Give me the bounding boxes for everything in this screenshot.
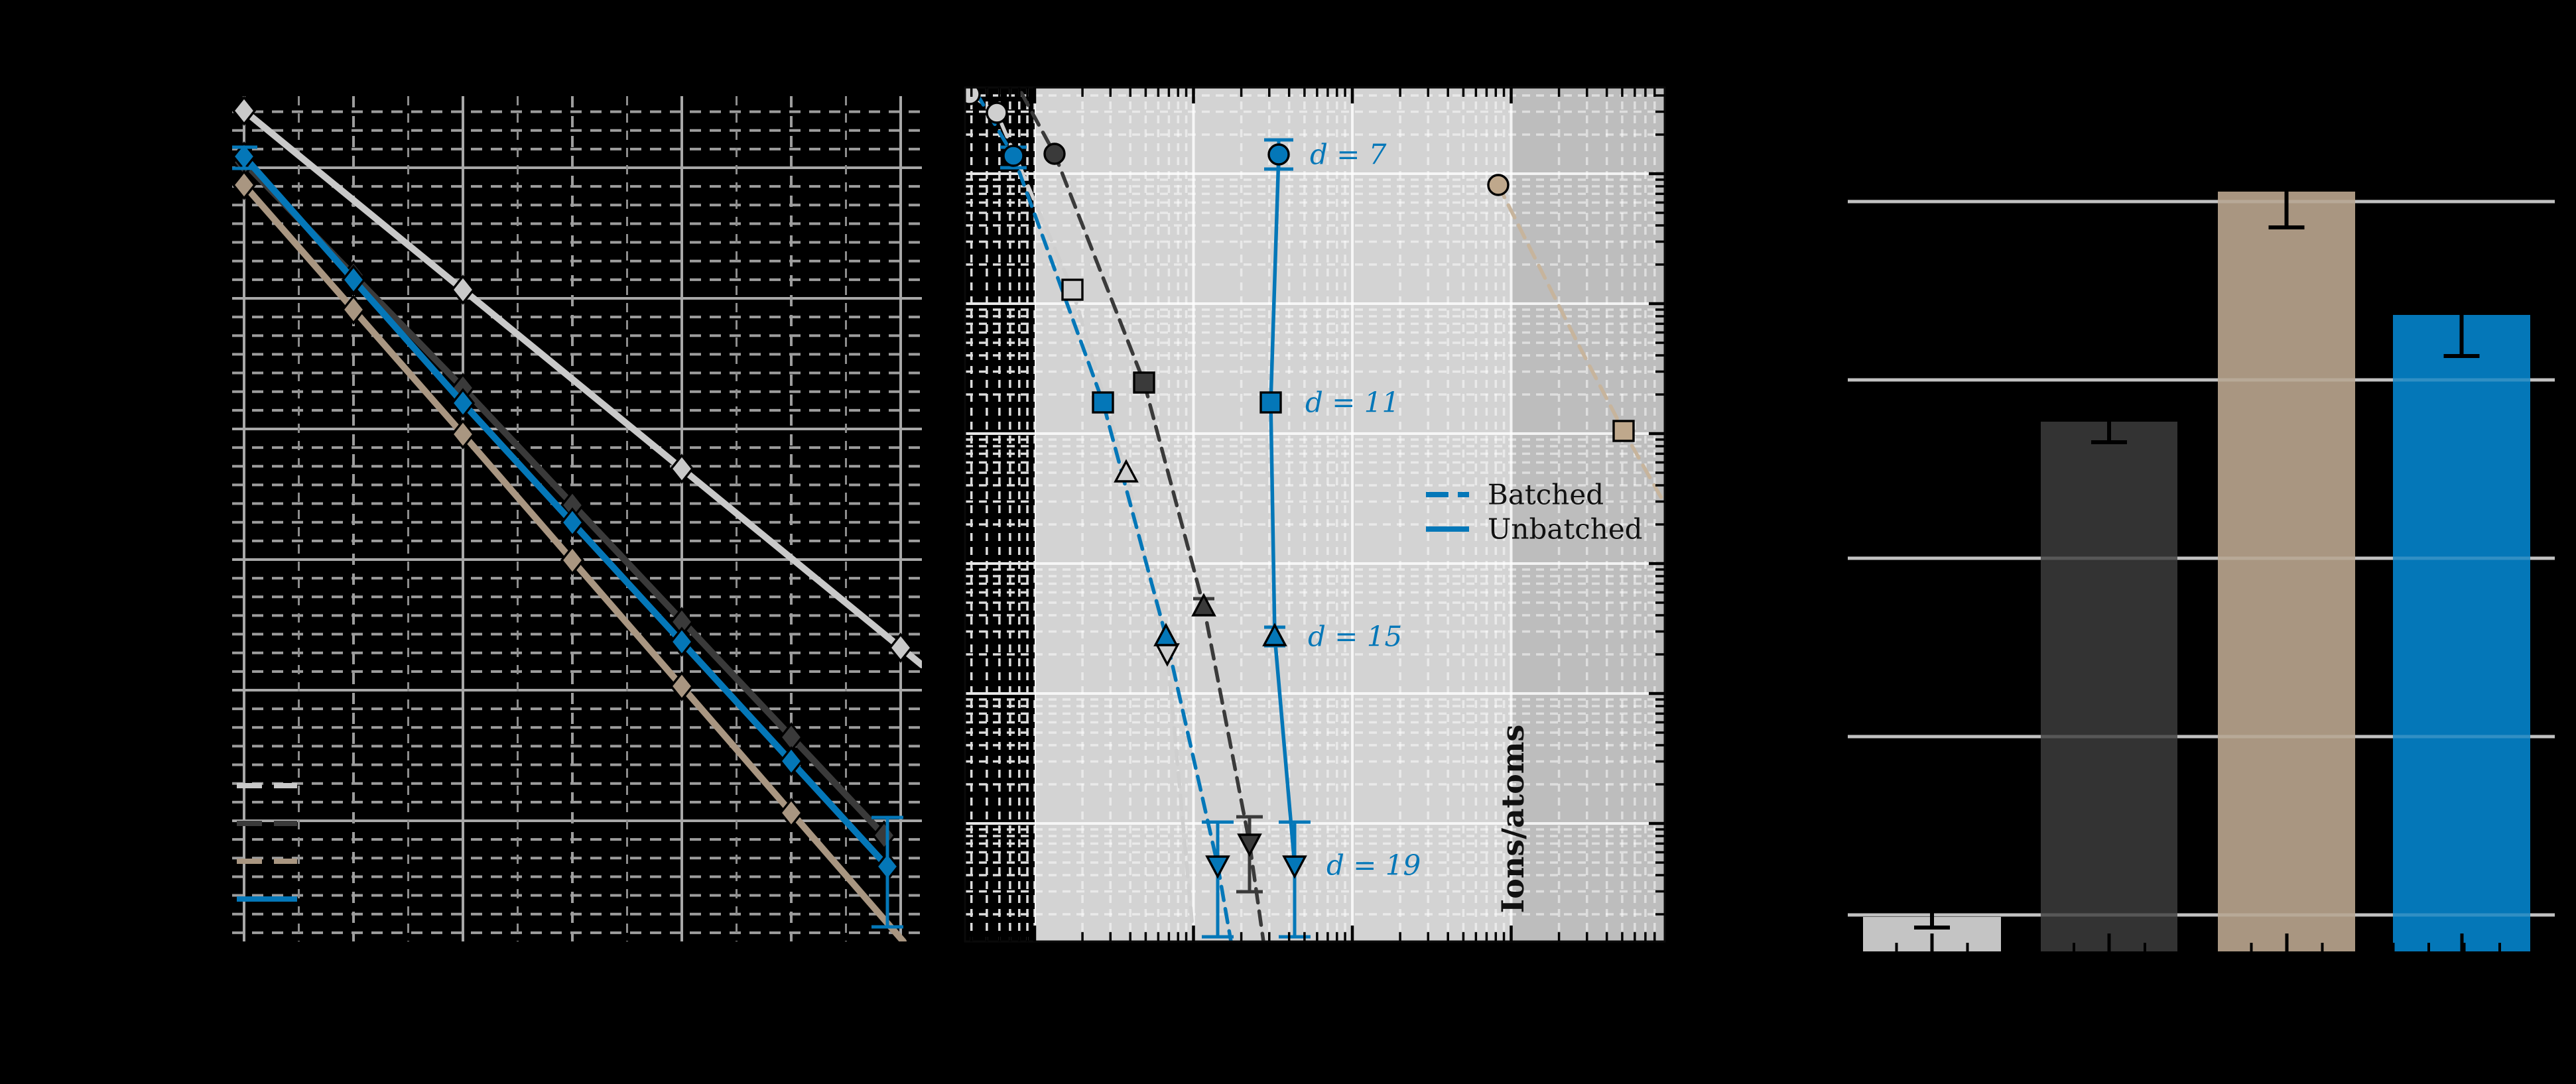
panel-b-ticks [970, 88, 1665, 941]
panel-a-error-bar [871, 815, 903, 929]
diamond-marker-tan [450, 419, 476, 450]
series-blue [232, 141, 900, 882]
legend-label-unbatched: Unbatched [1488, 513, 1643, 546]
series-line-blue-batched [974, 91, 1233, 941]
bar-error-bar-4-blue [2443, 272, 2480, 358]
diamond-marker-blue [560, 507, 585, 538]
panel-a-loglog-line-chart [232, 96, 922, 941]
diamond-marker-blue [450, 388, 476, 418]
series-blue-batched [974, 91, 1233, 941]
bar-grid-highlight [2393, 913, 2530, 917]
diamond-marker-tan [669, 671, 694, 701]
panel-b-scatter-chart: d = 7 d = 11 d = 15 d = 19 BatchedUnbatchedI… [964, 86, 1666, 943]
panel-b-grid-strip [965, 88, 1035, 941]
bar-grid-highlight [2218, 735, 2355, 739]
bar-grid-highlight [2393, 735, 2530, 739]
square-marker-blue-unbatched [1259, 391, 1282, 414]
bar-grid-highlight [2218, 913, 2355, 917]
circle-marker-dark-gray-batched [1043, 143, 1066, 165]
diamond-marker-light-gray [232, 96, 257, 126]
bar-grid-highlight [2041, 735, 2177, 739]
triangle-up-marker-light-gray-batched [1114, 459, 1139, 483]
bar-error-bar-2-dark-gray [2091, 399, 2127, 444]
distance-label-d3: d = 19 [1326, 849, 1421, 882]
diamond-marker-tan [232, 170, 257, 200]
bar-grid-highlight [2393, 378, 2530, 382]
distance-label-d0: d = 7 [1310, 139, 1387, 171]
square-marker-blue-batched [1092, 391, 1114, 414]
series-dark-gray-batched [1019, 91, 1265, 941]
series-tan-batched [1496, 183, 1665, 506]
series-tan [232, 170, 907, 941]
diamond-marker-blue [779, 746, 804, 776]
square-marker-light-gray-batched [1061, 278, 1084, 301]
distance-label-d2: d = 15 [1308, 621, 1402, 653]
bar-bar-4-blue [2393, 315, 2530, 951]
triangle-up-marker-blue-batched [1153, 623, 1179, 646]
series-markers-light-gray-batched [965, 88, 1180, 667]
square-marker-tan-batched [1612, 420, 1635, 442]
series-blue-unbatched [1269, 152, 1297, 867]
circle-marker-tan-batched [1487, 174, 1510, 196]
circle-marker-blue-unbatched [1267, 143, 1290, 166]
square-marker-dark-gray-batched [1133, 371, 1155, 394]
bar-bar-2-dark-gray [2041, 422, 2177, 951]
triangle-up-marker-blue-unbatched [1262, 623, 1287, 646]
diamond-marker-light-gray [450, 274, 476, 305]
bar-error-bar-1-light-gray [1914, 904, 1950, 930]
diamond-marker-tan [779, 798, 804, 828]
distance-label-d1: d = 11 [1305, 387, 1399, 419]
series-markers-blue-unbatched [1259, 143, 1307, 879]
ions-atoms-label: Ions/atoms [1495, 725, 1531, 914]
series-markers-blue-batched [1002, 145, 1230, 879]
series-markers-tan-batched [1487, 174, 1635, 442]
bar-grid-highlight [2393, 556, 2530, 560]
legend-label-batched: Batched [1488, 479, 1604, 511]
triangle-down-marker-blue-batched [1205, 855, 1230, 879]
panel-b-error-bar [1202, 820, 1234, 939]
bar-error-bar-3-tan [2268, 154, 2305, 229]
circle-marker-light-gray-batched [986, 101, 1008, 124]
panel-a-legend [237, 783, 297, 902]
diamond-marker-blue [669, 627, 694, 657]
series-light-gray [232, 96, 922, 668]
diamond-marker-blue [341, 265, 366, 295]
series-line-light-gray [241, 107, 922, 668]
series-markers-dark-gray-batched [1043, 143, 1262, 857]
diamond-marker-tan [341, 294, 366, 325]
bar-grid-highlight [2041, 556, 2177, 560]
series-line-blue-unbatched [1269, 152, 1297, 867]
bar-grid-highlight [2218, 556, 2355, 560]
panel-c-bar-chart [1848, 154, 2555, 951]
panel-a-error-bar [232, 145, 257, 170]
panel-c-ticks [1860, 933, 2537, 951]
diamond-marker-dark-gray [871, 820, 897, 851]
series-line-tan-batched [1496, 183, 1665, 506]
circle-marker-blue-batched [1002, 145, 1025, 167]
series-line-dark-gray-batched [1019, 91, 1265, 941]
diamond-marker-light-gray [888, 632, 913, 663]
triangle-down-marker-dark-gray-batched [1237, 833, 1262, 857]
bar-bar-3-tan [2218, 192, 2355, 951]
panel-c-inner [1848, 154, 2555, 951]
diamond-marker-light-gray [669, 453, 694, 484]
bar-grid-highlight [2041, 913, 2177, 917]
triangle-up-marker-dark-gray-batched [1191, 593, 1216, 617]
panel-b-frame [964, 86, 1666, 943]
panel-b-inner [965, 88, 1665, 941]
diamond-marker-tan [560, 545, 585, 575]
bar-grid-highlight [2218, 378, 2355, 382]
triangle-down-marker-blue-unbatched [1282, 855, 1307, 879]
